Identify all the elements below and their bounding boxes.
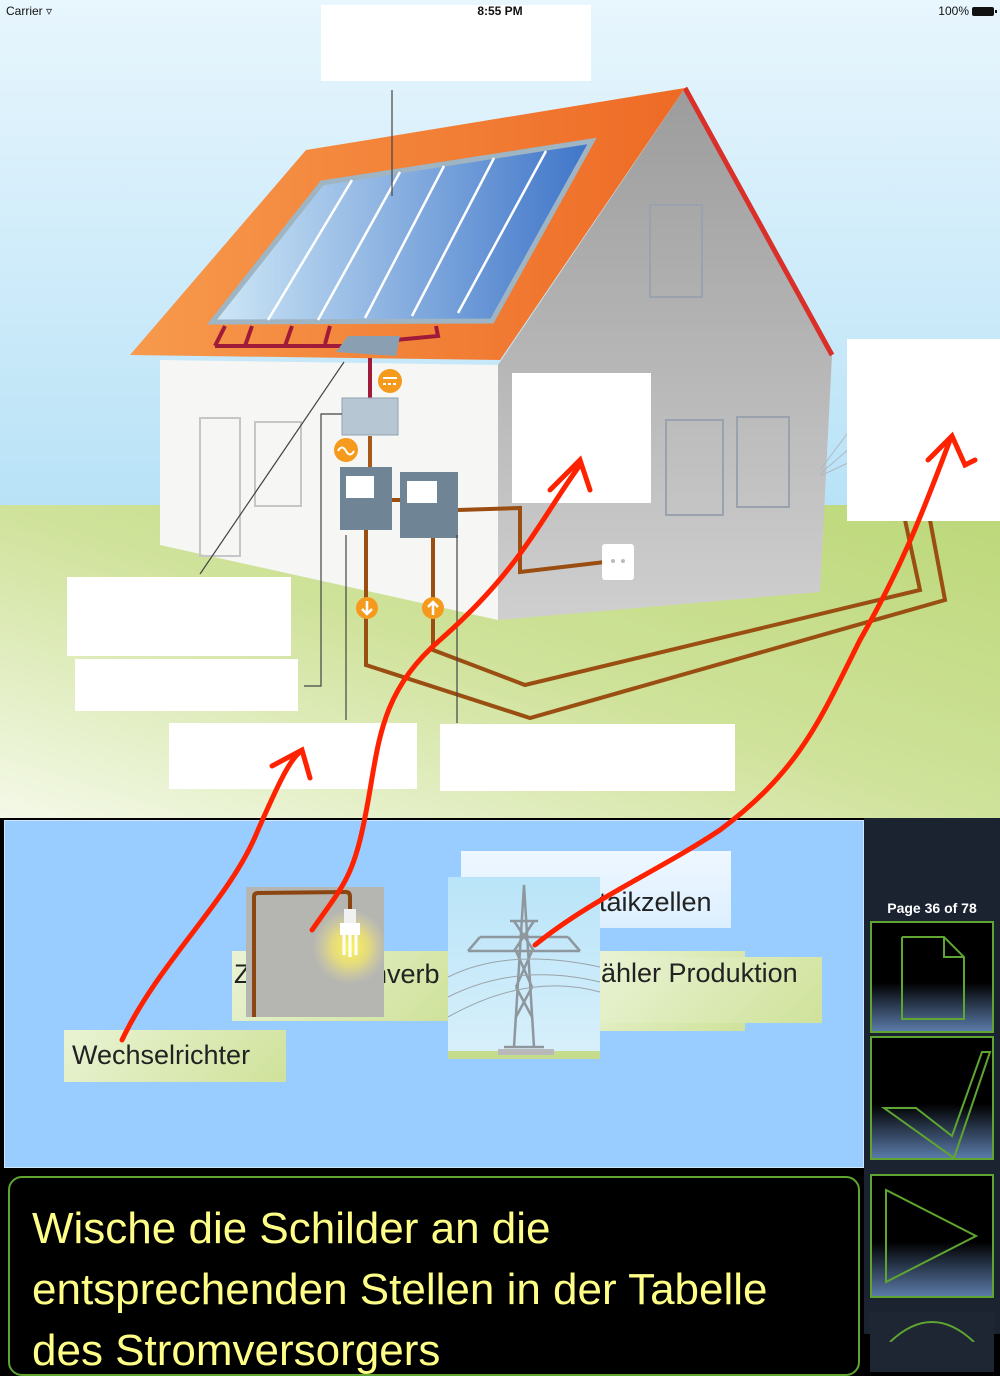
- junction-box: [336, 336, 400, 356]
- tile-wechselrichter[interactable]: Wechselrichter: [64, 1030, 286, 1082]
- drop-target-meter-consumption[interactable]: [169, 723, 417, 789]
- light-bulb-icon: [344, 909, 356, 923]
- dc-symbol-icon: [378, 369, 402, 393]
- power-pylon-icon: [467, 884, 581, 1049]
- circle-icon: [889, 1321, 975, 1342]
- drop-target-grid[interactable]: [847, 339, 1000, 521]
- drop-target-junction-box[interactable]: [67, 577, 291, 656]
- new-page-button[interactable]: [870, 921, 994, 1033]
- record-button[interactable]: [870, 1312, 994, 1372]
- wifi-icon: ▿: [46, 4, 53, 18]
- power-pylon-image[interactable]: [448, 877, 600, 1059]
- light-bulb-image[interactable]: [246, 887, 384, 1017]
- inverter-box: [341, 397, 399, 436]
- drop-target-inverter[interactable]: [75, 659, 298, 711]
- sidebar: Page 36 of 78: [864, 818, 1000, 1372]
- drop-target-solar-panel[interactable]: [321, 5, 591, 81]
- drop-target-meter-production[interactable]: [440, 724, 735, 791]
- document-icon: [901, 936, 965, 1020]
- status-bar: Carrier ▿ 8:55 PM 100%: [0, 0, 1000, 22]
- check-button[interactable]: [870, 1036, 994, 1160]
- checkmark-icon: [880, 1051, 992, 1158]
- drop-target-consumer[interactable]: [512, 373, 651, 503]
- clock: 8:55 PM: [477, 4, 523, 18]
- house-diagram: [0, 0, 1000, 818]
- battery-icon: [972, 6, 997, 16]
- battery-indicator: 100%: [938, 4, 997, 18]
- tile-zaehler-produktion[interactable]: ähler Produktion: [599, 957, 822, 1023]
- label-tray: taikzellen Z nverb ähler Produktion Wech…: [4, 820, 864, 1168]
- power-socket-icon: [602, 544, 634, 580]
- carrier-label: Carrier ▿: [6, 4, 53, 18]
- instruction-panel: Wische die Schilder an die entsprechende…: [8, 1176, 860, 1376]
- solar-panel: [206, 137, 597, 325]
- play-button[interactable]: [870, 1174, 994, 1298]
- page-indicator: Page 36 of 78: [887, 900, 977, 916]
- instruction-text: Wische die Schilder an die entsprechende…: [32, 1204, 768, 1375]
- play-icon: [885, 1188, 979, 1284]
